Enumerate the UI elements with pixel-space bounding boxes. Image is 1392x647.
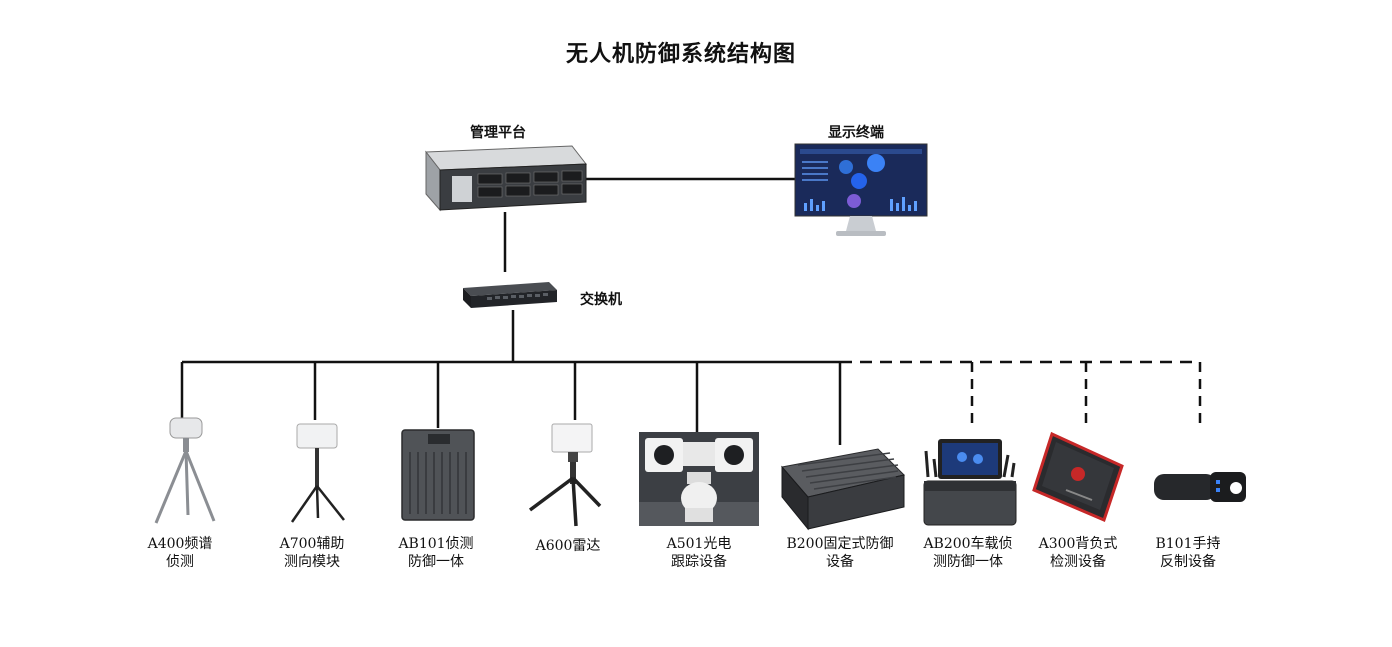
network-switch-icon [463, 282, 557, 308]
device-name-line2: 测防御一体 [933, 554, 1003, 570]
device-label-8: A300背负式检测设备 [1018, 535, 1138, 571]
display-terminal-label: 显示终端 [828, 125, 884, 141]
device-name-line1: B101手持 [1155, 536, 1221, 552]
device-label-7: AB200车载侦测防御一体 [908, 535, 1028, 571]
device-label-3: AB101侦测防御一体 [376, 535, 496, 571]
tripod-antenna-icon [154, 417, 216, 524]
diagram-title: 无人机防御系统结构图 [565, 42, 796, 67]
device-name-line1: AB101侦测 [398, 536, 474, 552]
monitor-icon [794, 143, 928, 236]
device-name-line1: B200固定式防御 [786, 536, 894, 552]
management-platform-label: 管理平台 [470, 125, 526, 141]
device-name-line1: A600雷达 [535, 538, 601, 554]
rugged-case-icon [781, 448, 905, 531]
device-label-1: A400频谱侦测 [120, 535, 240, 571]
switch-label: 交换机 [580, 292, 622, 308]
device-label-5: A501光电跟踪设备 [639, 535, 759, 571]
equipment-cabinet-icon [401, 429, 475, 521]
tripod-panel-antenna-icon [290, 423, 345, 523]
device-name-line2: 设备 [826, 554, 854, 570]
device-name-line1: A400频谱 [147, 536, 213, 552]
device-name-line2: 测向模块 [284, 554, 340, 570]
handheld-jammer-icon [1154, 472, 1246, 502]
device-label-9: B101手持反制设备 [1128, 535, 1248, 571]
device-name-line1: A700辅助 [279, 536, 345, 552]
device-name-line2: 侦测 [166, 554, 194, 570]
rack-server-icon [425, 145, 587, 212]
device-name-line2: 检测设备 [1050, 554, 1106, 570]
device-name-line1: AB200车载侦 [923, 536, 1013, 552]
device-label-6: B200固定式防御设备 [780, 535, 900, 571]
backpack-unit-icon [1032, 431, 1124, 523]
device-name-line2: 跟踪设备 [671, 554, 727, 570]
device-label-2: A700辅助测向模块 [252, 535, 372, 571]
radar-tripod-icon [528, 423, 602, 527]
device-label-4: A600雷达 [508, 537, 628, 555]
device-name-line2: 反制设备 [1160, 554, 1216, 570]
device-name-line1: A501光电 [666, 536, 732, 552]
portable-console-icon [923, 439, 1017, 526]
device-name-line1: A300背负式 [1038, 536, 1118, 552]
ptz-camera-icon [639, 432, 759, 526]
device-name-line2: 防御一体 [408, 554, 464, 570]
